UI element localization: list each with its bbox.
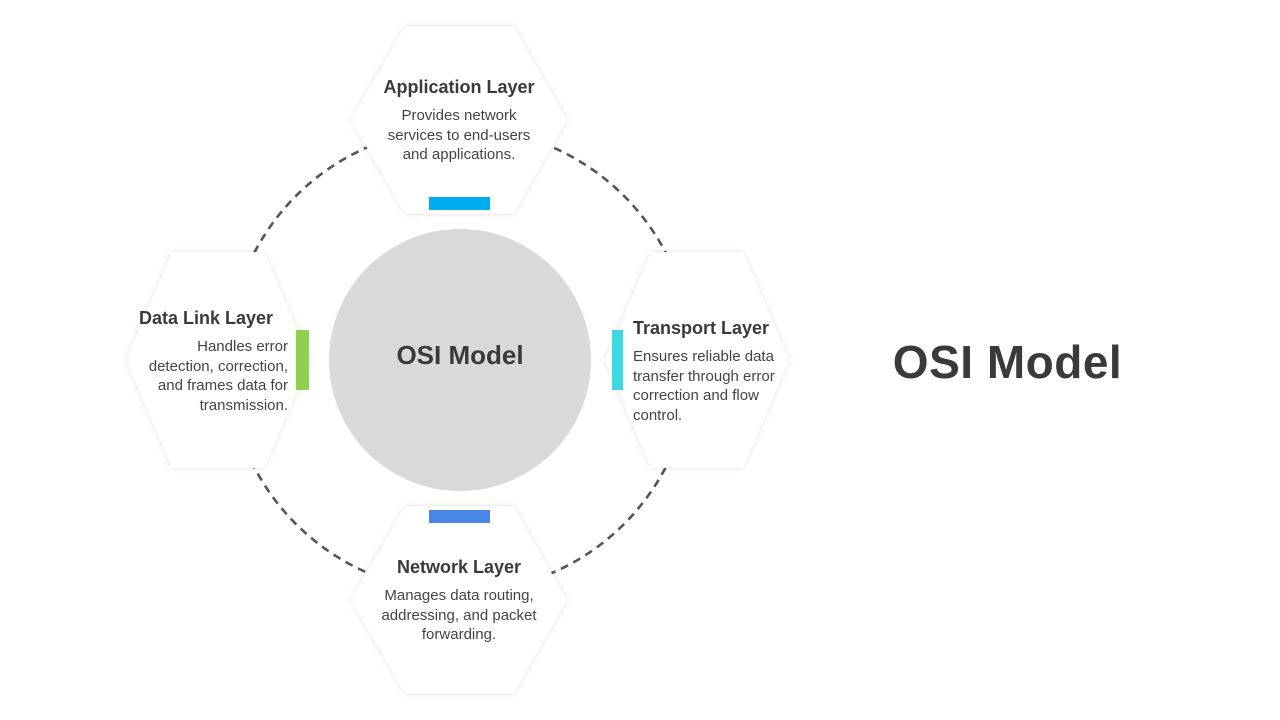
- transport-layer-title: Transport Layer: [633, 318, 770, 338]
- network-layer-title: Network Layer: [396, 557, 522, 577]
- data-link-layer-title: Data Link Layer: [138, 308, 274, 328]
- data-link-layer-description: Handles error detection, correction, and…: [148, 338, 288, 414]
- hexagon-transport: [605, 252, 789, 468]
- hexagon-network: [351, 506, 567, 694]
- hexagon-application: [351, 26, 567, 214]
- accent-bar-transport: [612, 330, 623, 390]
- application-layer-description: Provides network services to end-users a…: [387, 107, 531, 163]
- transport-layer-block: Transport Layer Ensures reliable data tr…: [633, 317, 793, 425]
- center-label: OSI Model: [396, 340, 524, 370]
- hexagon-data-link: [126, 252, 310, 468]
- accent-bar-application: [429, 197, 490, 210]
- application-layer-block: Application Layer Provides network servi…: [366, 76, 552, 165]
- network-layer-description: Manages data routing, addressing, and pa…: [381, 587, 537, 643]
- network-layer-block: Network Layer Manages data routing, addr…: [366, 556, 552, 645]
- page-title: OSI Model: [892, 336, 1123, 388]
- application-layer-title: Application Layer: [383, 77, 535, 97]
- accent-bar-network: [429, 510, 490, 523]
- transport-layer-description: Ensures reliable data transfer through e…: [633, 348, 775, 424]
- accent-bar-data-link: [296, 330, 309, 390]
- center-circle: [329, 229, 591, 491]
- data-link-layer-block: Data Link Layer Handles error detection,…: [136, 307, 288, 415]
